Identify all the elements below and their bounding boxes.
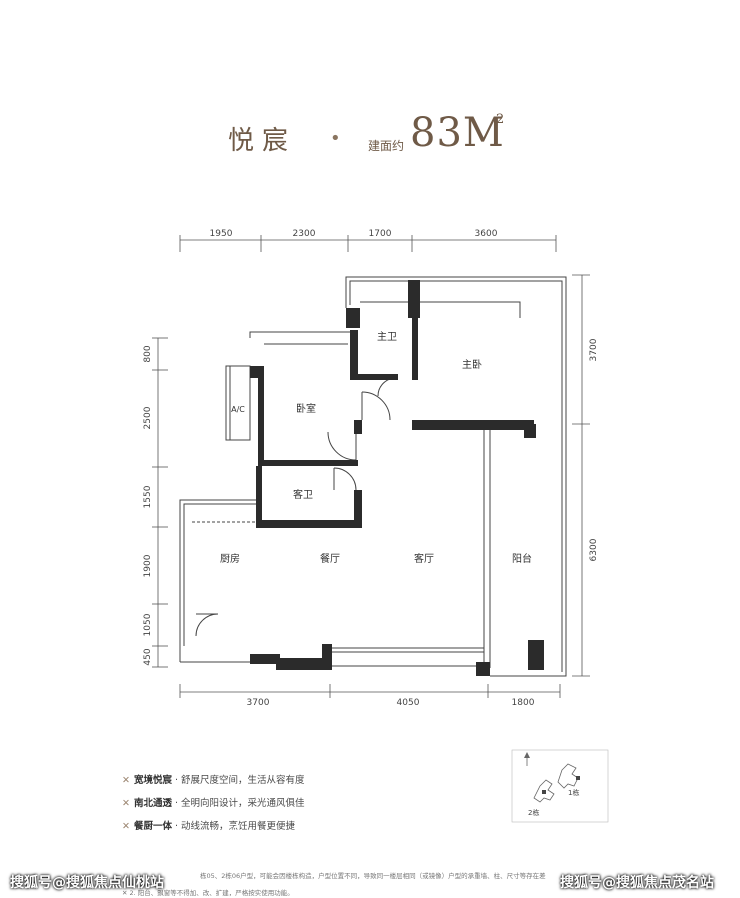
dim-left-5: 1050	[143, 613, 153, 636]
site-building-2: 2栋	[528, 808, 539, 817]
feature-3-desc: 动线流畅，烹饪用餐更便捷	[181, 821, 296, 832]
watermark-right: 搜狐号@搜狐焦点茂名站	[560, 875, 714, 891]
dim-right-2: 6300	[589, 538, 599, 561]
top-dimensions	[179, 235, 557, 252]
dim-bottom-3: 1800	[512, 698, 535, 708]
dim-left-4: 1900	[143, 554, 153, 577]
site-key-plan: 1栋 2栋	[511, 749, 609, 823]
thin-walls	[179, 276, 567, 677]
dim-top-2: 2300	[293, 229, 316, 239]
feature-2-name: 南北通透	[133, 798, 172, 809]
room-kitchen: 厨房	[220, 552, 240, 565]
note-1: 栋05、2栋06户型，可能会因楼栋构造，户型位置不同，导致同一楼层相同（或镜像）…	[200, 872, 546, 880]
title-separator: •	[330, 128, 341, 149]
room-living: 客厅	[414, 552, 434, 565]
unit-name: 悦宸	[228, 126, 297, 156]
feature-3: ✕餐厨一体 · 动线流畅，烹饪用餐更便捷	[122, 821, 296, 832]
area-prefix: 建面约	[368, 139, 405, 153]
area-unit-sup: 2	[496, 112, 505, 127]
dim-left-6: 450	[143, 648, 153, 665]
dim-top-1: 1950	[210, 229, 233, 239]
dim-bottom-1: 3700	[247, 698, 270, 708]
dim-bottom-2: 4050	[397, 698, 420, 708]
dim-left-3: 1550	[143, 485, 153, 508]
feature-1-desc: 舒展尺度空间，生活从容有度	[181, 775, 305, 786]
bottom-dimensions	[179, 684, 561, 698]
room-master-bath: 主卫	[377, 331, 397, 343]
right-dimensions	[572, 274, 590, 677]
dim-top-3: 1700	[369, 229, 392, 239]
room-balcony: 阳台	[512, 552, 532, 565]
site-building-1: 1栋	[568, 788, 579, 797]
feature-2-desc: 全明向阳设计，采光通风俱佳	[181, 798, 305, 809]
room-ac: A/C	[231, 405, 245, 414]
feature-1: ✕宽境悦宸 · 舒展尺度空间，生活从容有度	[122, 775, 305, 786]
area-value: 83M	[410, 110, 505, 156]
feature-1-name: 宽境悦宸	[133, 775, 172, 786]
feature-marker-icon: ✕	[122, 775, 130, 786]
note-2: ✕ 2. 阳台、飘窗等不得加、改、扩建，严格按实使用功能。	[122, 887, 294, 897]
room-guest-bath: 客卫	[293, 488, 313, 501]
dim-top-4: 3600	[475, 229, 498, 239]
left-dimensions	[152, 337, 168, 668]
watermark-left: 搜狐号@搜狐焦点仙桃站	[10, 875, 164, 891]
dim-right-1: 3700	[589, 338, 599, 361]
dim-left-1: 800	[143, 345, 153, 362]
feature-marker-icon: ✕	[122, 798, 130, 809]
note-2-text: 2. 阳台、飘窗等不得加、改、扩建，严格按实使用功能。	[129, 889, 294, 897]
room-master-bedroom: 主卧	[462, 358, 482, 371]
feature-marker-icon: ✕	[122, 821, 130, 832]
room-dining: 餐厅	[320, 552, 340, 565]
room-bedroom: 卧室	[296, 402, 316, 415]
thick-walls	[250, 280, 544, 676]
feature-3-name: 餐厨一体	[133, 821, 172, 832]
note-2-marker-icon: ✕	[122, 889, 130, 897]
dim-left-2: 2500	[143, 406, 153, 429]
feature-2: ✕南北通透 · 全明向阳设计，采光通风俱佳	[122, 798, 305, 809]
